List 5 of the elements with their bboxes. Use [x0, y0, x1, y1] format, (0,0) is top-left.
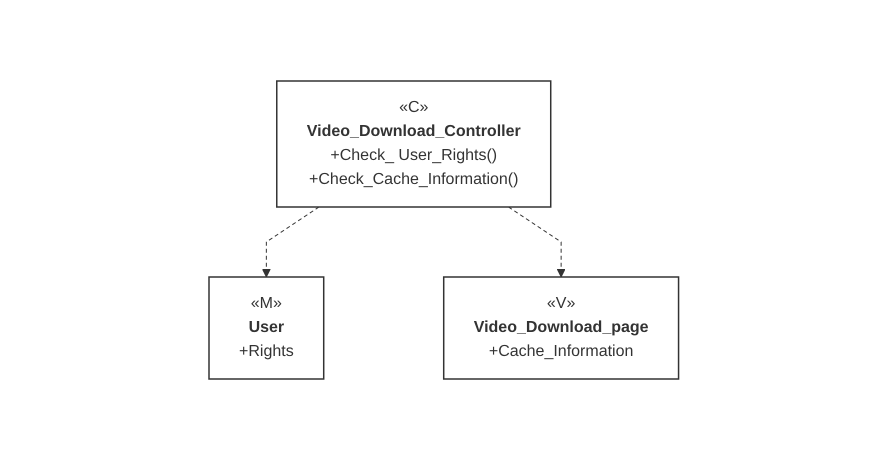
node-box: «C» Video_Download_Controller +Check_ User_Rights() +Check_Cache_Information()	[276, 80, 552, 208]
node-box: «M» User +Rights	[208, 276, 325, 380]
node-box: «V» Video_Download_page +Cache_Information	[443, 276, 680, 380]
arrow	[262, 206, 320, 277]
arrow	[508, 206, 566, 277]
